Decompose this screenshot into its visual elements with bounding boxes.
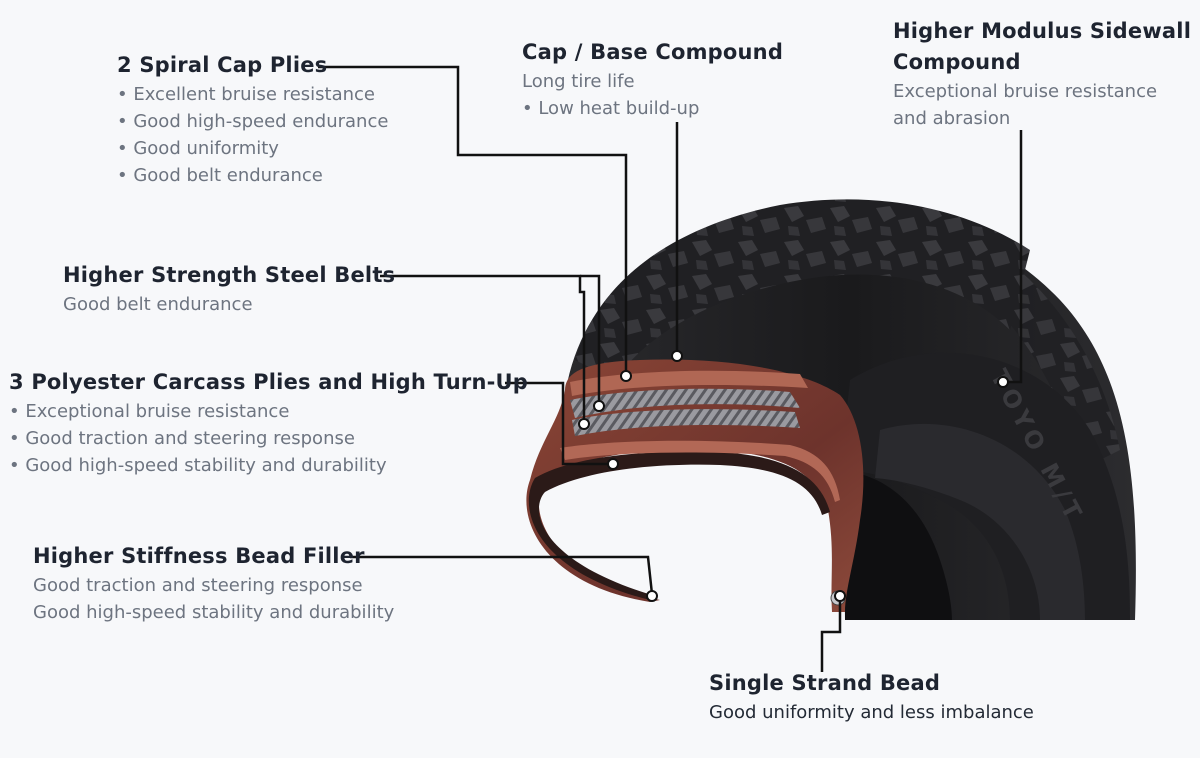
steel-belt-lower [572,409,800,436]
bead-core [830,590,846,606]
callout-point: Good traction and steering response [33,575,363,596]
tire-tread [575,199,1030,380]
callout-single-strand-bead: Single Strand Bead Good uniformity and l… [709,668,1034,726]
callout-point: • Good high-speed stability and durabili… [9,455,387,476]
callout-title: Cap / Base Compound [522,40,784,64]
callout-point: • Good uniformity [117,138,279,159]
callout-point: Good uniformity and less imbalance [709,702,1034,723]
callout-carcass-plies: 3 Polyester Carcass Plies and High Turn-… [9,367,528,479]
callout-point: • Exceptional bruise resistance [9,401,290,422]
callout-point: • Excellent bruise resistance [117,84,375,105]
callout-steel-belts: Higher Strength Steel Belts Good belt en… [63,260,395,318]
callout-point: Good belt endurance [63,294,253,315]
callout-bead-filler: Higher Stiffness Bead Filler Good tracti… [33,541,394,626]
steel-belt-upper [570,388,800,418]
callout-title: 3 Polyester Carcass Plies and High Turn-… [9,370,529,394]
callout-title: Higher Strength Steel Belts [63,263,396,287]
inner-liner [528,451,830,600]
callout-point: Good high-speed stability and durability [33,602,395,623]
callout-point: • Low heat build-up [522,98,700,119]
callout-spiral-cap-plies: 2 Spiral Cap Plies • Excellent bruise re… [117,50,388,189]
callout-title: Higher Stiffness Bead Filler [33,544,365,568]
callout-cap-base-compound: Cap / Base Compound Long tire life • Low… [522,37,783,122]
callout-point: Exceptional bruise resistance and abrasi… [893,81,1158,129]
callout-sidewall-compound: Higher Modulus Sidewall Compound Excepti… [893,16,1193,132]
callout-title: Single Strand Bead [709,671,941,695]
callout-title: 2 Spiral Cap Plies [117,53,328,77]
callout-point: • Good belt endurance [117,165,323,186]
callout-title: Higher Modulus Sidewall Compound [893,19,1192,74]
callout-point: • Good high-speed endurance [117,111,389,132]
callout-point: Long tire life [522,71,635,92]
callout-point: • Good traction and steering response [9,428,355,449]
